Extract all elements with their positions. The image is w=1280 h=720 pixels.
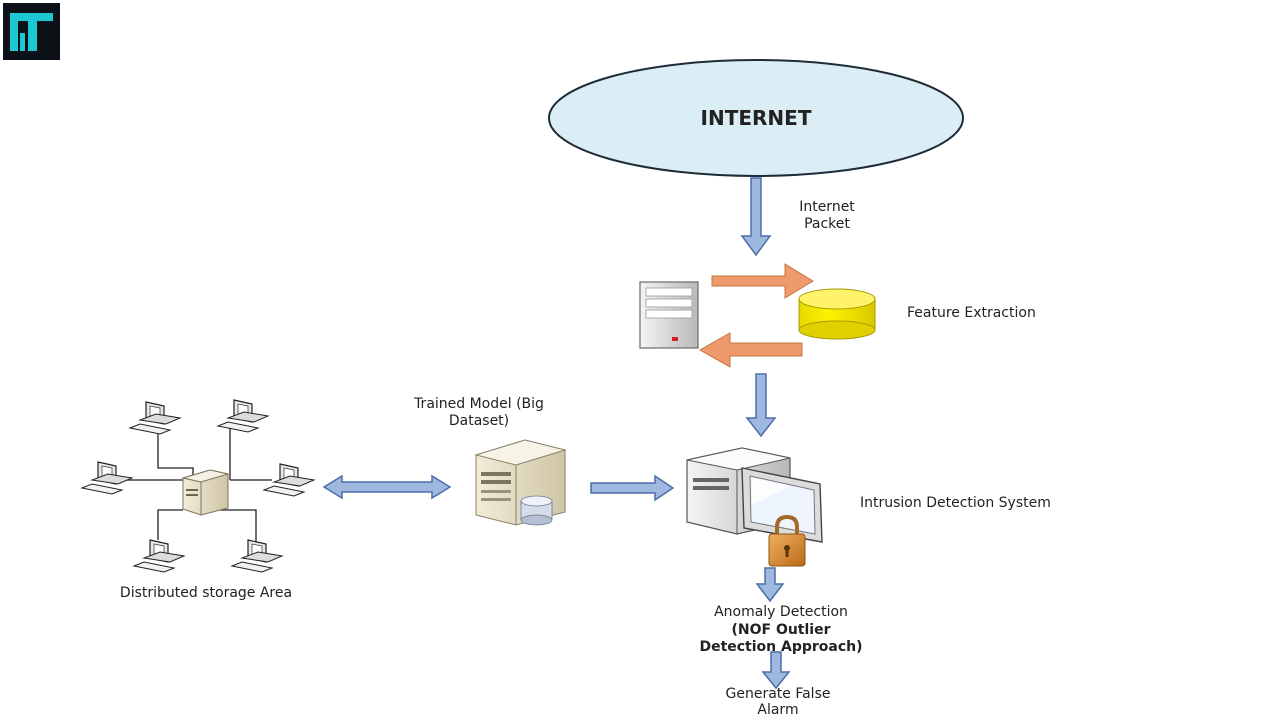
trained-model-server-icon (474, 439, 567, 526)
anomaly-detection-subtitle: (NOF Outlier Detection Approach) (699, 622, 863, 655)
arrow-trained-model-to-ids (590, 474, 675, 502)
internet-packet-label: Internet Packet (799, 199, 855, 232)
server-tower-icon (639, 281, 699, 349)
ids-computer-icon (686, 447, 823, 543)
arrow-anomaly-to-alarm (761, 651, 791, 690)
lock-icon (768, 514, 806, 567)
logo-icon (10, 13, 53, 51)
internet-label: INTERNET (700, 106, 812, 130)
workstation-icon (262, 463, 316, 497)
workstation-icon (128, 401, 182, 435)
arrow-internet-to-server (740, 177, 772, 257)
arrow-to-feature-extraction (711, 263, 814, 299)
anomaly-detection-title: Anomaly Detection (714, 604, 848, 620)
arrow-to-ids (745, 373, 777, 438)
storage-label: Distributed storage Area (119, 585, 293, 601)
workstation-icon (132, 539, 186, 573)
feature-extraction-label: Feature Extraction (907, 305, 1036, 321)
arrow-storage-trained-model (322, 474, 452, 500)
workstation-icon (216, 399, 270, 433)
feature-database-icon (798, 288, 876, 340)
false-alarm-label: Generate False Alarm (725, 686, 831, 718)
storage-server-icon (181, 469, 230, 516)
ids-label: Intrusion Detection System (860, 495, 1051, 511)
logo (3, 3, 60, 60)
internet-ellipse (548, 59, 964, 177)
arrow-ids-to-anomaly (755, 567, 785, 603)
storage-network-lines (118, 428, 272, 542)
workstation-icon (230, 539, 284, 573)
trained-model-label: Trained Model (Big Dataset) (414, 396, 544, 429)
arrow-from-feature-extraction (698, 332, 803, 368)
workstation-icon (80, 461, 134, 495)
